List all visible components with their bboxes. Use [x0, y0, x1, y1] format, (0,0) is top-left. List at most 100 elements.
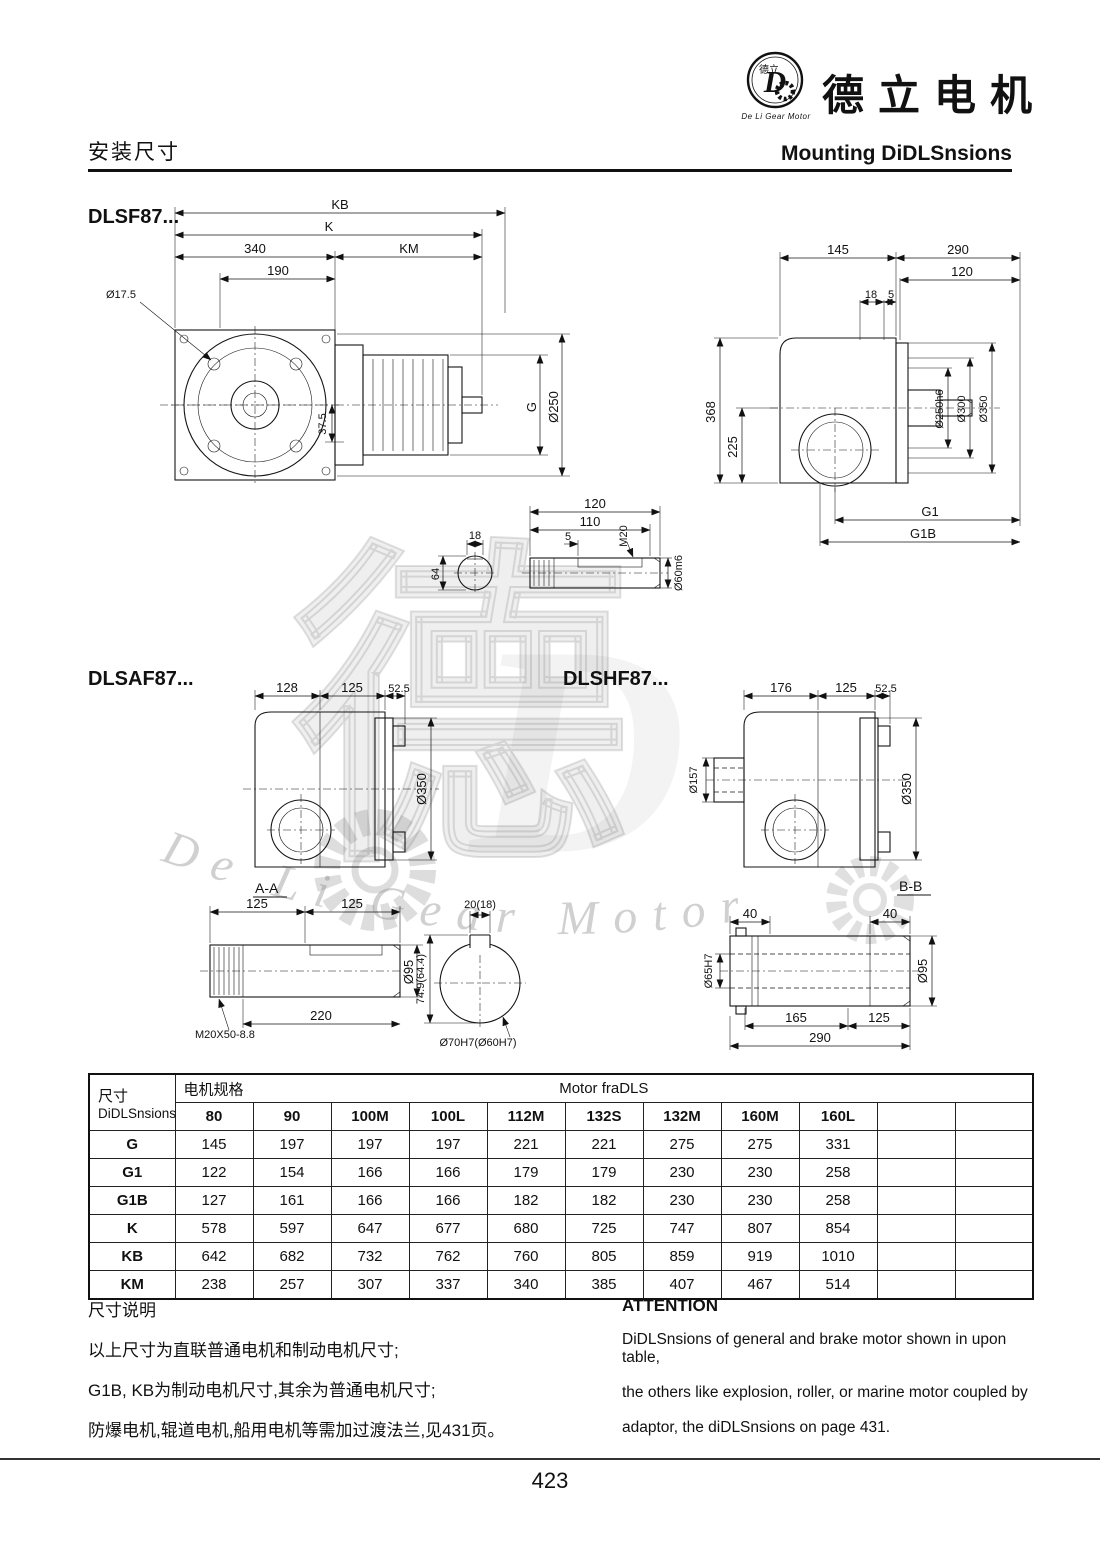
value-cell: 331 — [798, 1130, 878, 1159]
dlsaf87-drawing: 128 125 52.5 Ø350 — [243, 680, 439, 868]
solid-shaft-view — [200, 944, 410, 998]
column-header: 100M — [330, 1102, 410, 1131]
column-header: 132S — [564, 1102, 644, 1131]
row-label: G1B — [88, 1186, 176, 1215]
column-header: 112M — [486, 1102, 566, 1131]
emblem-letter: D — [763, 64, 786, 99]
watermark-character: 德 — [289, 526, 631, 903]
value-cell: 179 — [486, 1158, 566, 1187]
row-label: KM — [88, 1270, 176, 1300]
dim-label-km: KM — [399, 241, 419, 256]
note-line: 以上尺寸为直联普通电机和制动电机尺寸; — [88, 1341, 399, 1360]
dim-label-128: 128 — [276, 680, 298, 695]
value-cell: 682 — [252, 1242, 332, 1271]
column-header: 160L — [798, 1102, 878, 1131]
notes-chinese: 尺寸说明 以上尺寸为直联普通电机和制动电机尺寸; G1B, KB为制动电机尺寸,… — [88, 1296, 608, 1456]
dim-label-d350: Ø350 — [978, 396, 990, 423]
notes-zh-title: 尺寸说明 — [88, 1301, 156, 1320]
value-cell-empty — [954, 1270, 1034, 1300]
page-title-en: Mounting DiDLSnsions — [781, 142, 1012, 165]
value-cell-empty — [954, 1130, 1034, 1159]
dim-label-d17-5: Ø17.5 — [106, 289, 136, 301]
value-cell: 467 — [720, 1270, 800, 1300]
value-cell: 230 — [720, 1186, 800, 1215]
notes-english: ATTENTION DiDLSnsions of general and bra… — [622, 1296, 1042, 1454]
value-cell: 221 — [486, 1130, 566, 1159]
value-cell: 597 — [252, 1214, 332, 1243]
value-cell: 762 — [408, 1242, 488, 1271]
dimensions: 64 18 120 110 5 M20 Ø60m6 — [430, 496, 685, 591]
dim-label-220: 220 — [310, 1008, 332, 1023]
value-cell-empty — [876, 1214, 956, 1243]
dim-label-165: 165 — [785, 1010, 807, 1025]
dim-label-225: 225 — [725, 436, 740, 458]
motor-spec-en: Motor fraDLS — [559, 1080, 649, 1097]
value-cell: 238 — [174, 1270, 254, 1300]
shaft-side-view — [522, 557, 668, 589]
value-cell: 197 — [408, 1130, 488, 1159]
dlsf87-main-drawing: KB K 340 KM 190 Ø17.5 37.5 G Ø250 — [106, 197, 570, 484]
value-cell: 854 — [798, 1214, 878, 1243]
dim-column-header: 尺寸 DiDLSnsions — [88, 1073, 176, 1131]
value-cell: 154 — [252, 1158, 332, 1187]
motor-spec-zh: 电机规格 — [183, 1081, 244, 1098]
section-bb-label: B-B — [899, 878, 922, 894]
dim-label-d60m6: Ø60m6 — [673, 555, 685, 591]
dimensions: 125 125 Ø95 M20X50-8.8 220 — [195, 896, 423, 1041]
column-header: 160M — [720, 1102, 800, 1131]
value-cell: 337 — [408, 1270, 488, 1300]
dimensions-table: 尺寸 DiDLSnsions 电机规格 Motor fraDLS 80 90 1… — [88, 1073, 1035, 1300]
dim-label-176: 176 — [770, 680, 792, 695]
dim-label-d95: Ø95 — [915, 959, 930, 984]
value-cell-empty — [954, 1242, 1034, 1271]
watermark-ghost-d: D — [470, 584, 687, 916]
dim-label-g: G — [524, 402, 539, 412]
value-cell-empty — [954, 1158, 1034, 1187]
value-cell: 230 — [720, 1158, 800, 1187]
dim-label-190: 190 — [267, 263, 289, 278]
value-cell: 385 — [564, 1270, 644, 1300]
row-label: K — [88, 1214, 176, 1243]
motor-frame-header: 电机规格 Motor fraDLS — [174, 1073, 1034, 1103]
dim-label-52-5: 52.5 — [388, 683, 409, 695]
value-cell-empty — [876, 1158, 956, 1187]
dim-label-125: 125 — [868, 1010, 890, 1025]
value-cell-empty — [954, 1186, 1034, 1215]
motor-side-view — [160, 344, 498, 466]
dim-label-g1: G1 — [921, 504, 938, 519]
table-row: KB 642 682 732 762 760 805 859 919 1010 — [88, 1242, 1034, 1271]
section-title-dlshf87: DLSHF87... — [563, 668, 669, 690]
section-bb-drawing: B-B 40 40 Ø65H7 — [703, 878, 937, 1050]
table-row: K 578 597 647 677 680 725 747 807 854 — [88, 1214, 1034, 1243]
dim-label-g1b: G1B — [910, 526, 936, 541]
page-title-zh: 安装尺寸 — [88, 141, 180, 164]
dim-label-d350: Ø350 — [414, 773, 429, 805]
row-label: KB — [88, 1242, 176, 1271]
value-cell: 807 — [720, 1214, 800, 1243]
note-line: the others like explosion, roller, or ma… — [622, 1384, 1028, 1401]
value-cell: 182 — [564, 1186, 644, 1215]
dimensions: 128 125 52.5 Ø350 — [254, 680, 437, 861]
dimensions: KB K 340 KM 190 Ø17.5 37.5 G Ø250 — [106, 197, 570, 477]
company-logo-emblem: 德立 D — [746, 51, 804, 109]
dim-label-20-18: 20(18) — [464, 899, 496, 911]
page-title-bar: 安装尺寸 Mounting DiDLSnsions — [88, 136, 1012, 166]
dim-label-290: 290 — [809, 1030, 831, 1045]
value-cell: 514 — [798, 1270, 878, 1300]
gearbox-flange-view — [243, 711, 439, 868]
section-title-dlsaf87: DLSAF87... — [88, 668, 194, 690]
dim-label-125: 125 — [835, 680, 857, 695]
dim-label-340: 340 — [244, 241, 266, 256]
dim-label-d157: Ø157 — [688, 767, 700, 794]
value-cell: 578 — [174, 1214, 254, 1243]
dimensions: 145 290 120 18 5 368 225 Ø250h6 Ø300 Ø35… — [703, 242, 1021, 546]
dim-label-5: 5 — [888, 289, 894, 301]
table-row: KM 238 257 307 337 340 385 407 467 514 — [88, 1270, 1034, 1300]
column-header: 80 — [174, 1102, 254, 1131]
dimensions: 40 40 Ø65H7 Ø95 165 125 290 — [703, 906, 937, 1050]
column-header: 90 — [252, 1102, 332, 1131]
value-cell: 258 — [798, 1186, 878, 1215]
dim-label-125: 125 — [341, 680, 363, 695]
value-cell: 340 — [486, 1270, 566, 1300]
